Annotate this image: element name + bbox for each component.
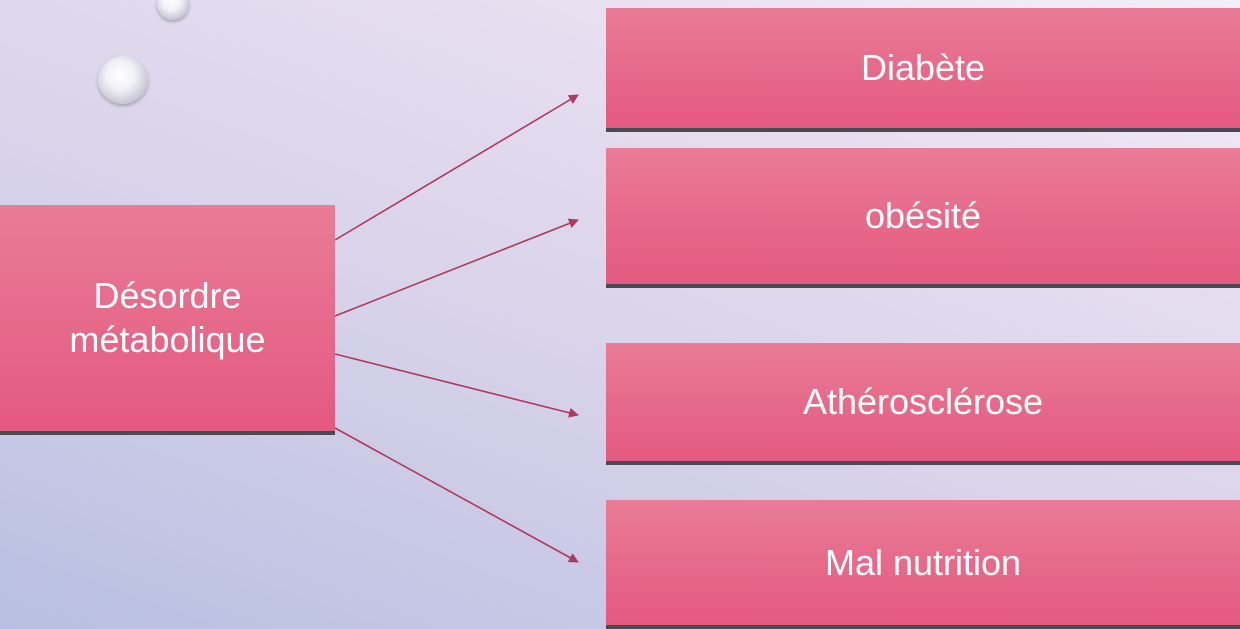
- source-box-desordre-metabolique: Désordre métabolique: [0, 205, 335, 435]
- target-label-mal-nutrition: Mal nutrition: [824, 541, 1022, 583]
- source-label: Désordre métabolique: [69, 274, 265, 362]
- arrow-to-diabete: [334, 94, 579, 241]
- target-label-atherosclerose: Athérosclérose: [802, 381, 1044, 422]
- target-label-diabete: Diabète: [860, 47, 986, 88]
- source-label-line2: métabolique: [69, 319, 266, 360]
- arrow-to-obesite: [334, 218, 579, 317]
- target-box-diabete: Diabète: [606, 8, 1240, 132]
- decorative-bubble-small: [157, 0, 189, 20]
- decorative-bubble-large: [98, 56, 148, 104]
- arrow-to-atherosclerose: [334, 353, 579, 418]
- target-box-obesite: obésité: [606, 148, 1240, 288]
- arrow-to-mal-nutrition: [334, 427, 579, 563]
- target-label-obesite: obésité: [864, 195, 982, 236]
- source-label-line1: Désordre: [93, 275, 242, 316]
- target-box-mal-nutrition: Mal nutrition: [606, 500, 1240, 629]
- target-box-atherosclerose: Athérosclérose: [606, 343, 1240, 465]
